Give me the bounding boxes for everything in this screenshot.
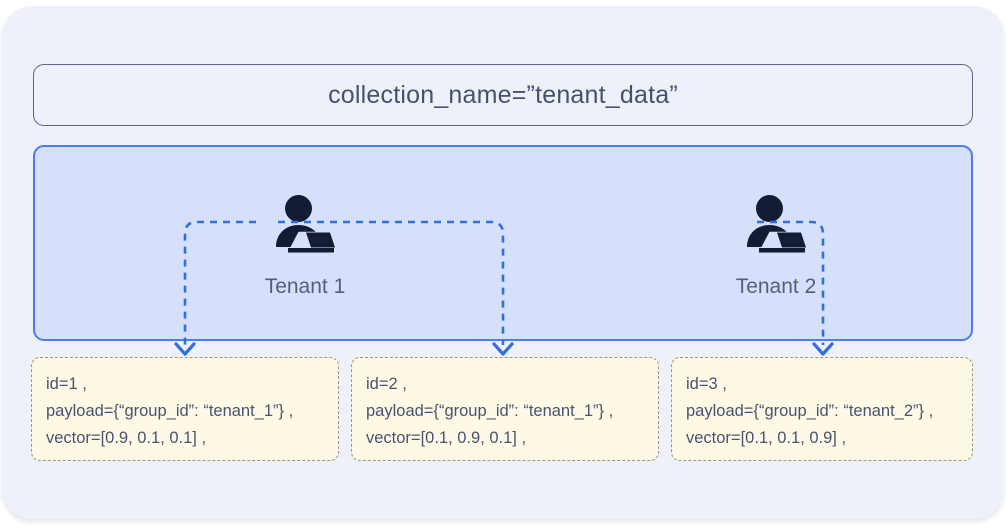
collection-name-box: collection_name=”tenant_data” — [33, 64, 973, 126]
payload-id-line: id=3 , — [686, 375, 727, 393]
payload-id-line: id=1 , — [46, 375, 87, 393]
payload-id-line: id=2 , — [366, 375, 407, 393]
payload-box-3: id=3 , payload={“group_id”: “tenant_2”} … — [671, 357, 973, 461]
collection-name-label: collection_name=”tenant_data” — [328, 80, 678, 109]
payload-vector-line: vector=[0.1, 0.1, 0.9] , — [686, 429, 847, 447]
tenant-2: Tenant 2 — [691, 195, 861, 299]
payload-vector-line: vector=[0.1, 0.9, 0.1] , — [366, 429, 527, 447]
person-at-laptop-icon — [747, 195, 806, 253]
tenant-panel: Tenant 1 Tenant 2 — [33, 145, 973, 341]
payload-payload-line: payload={“group_id”: “tenant_1”} , — [46, 402, 294, 420]
payload-payload-line: payload={“group_id”: “tenant_2”} , — [686, 402, 934, 420]
payload-vector-line: vector=[0.9, 0.1, 0.1] , — [46, 429, 207, 447]
tenant-2-label: Tenant 2 — [735, 275, 817, 298]
person-at-laptop-icon — [276, 195, 335, 253]
tenant-1-label: Tenant 1 — [264, 275, 346, 298]
payload-box-1: id=1 , payload={“group_id”: “tenant_1”} … — [31, 357, 339, 461]
tenant-1: Tenant 1 — [220, 195, 390, 299]
payload-box-2: id=2 , payload={“group_id”: “tenant_1”} … — [351, 357, 659, 461]
payload-payload-line: payload={“group_id”: “tenant_1”} , — [366, 402, 614, 420]
